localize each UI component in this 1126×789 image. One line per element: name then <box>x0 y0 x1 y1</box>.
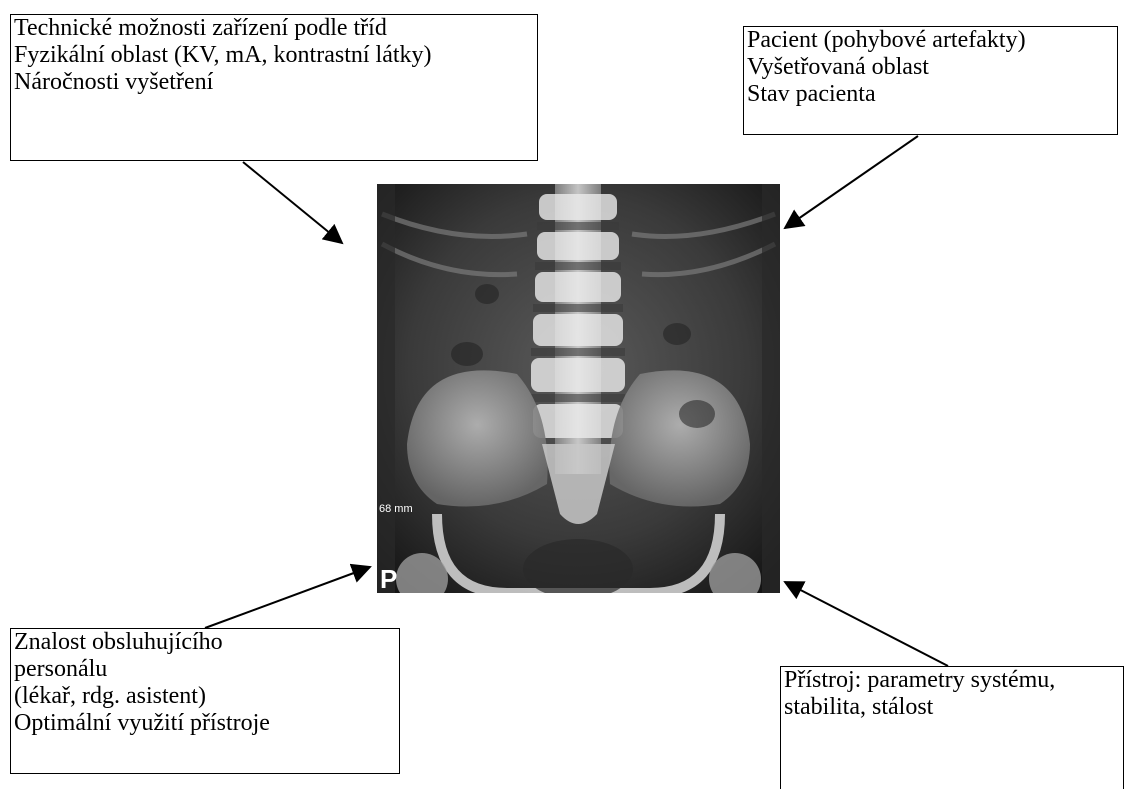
arrow-top-left <box>243 162 342 243</box>
box-line: Optimální využití přístroje <box>14 710 399 737</box>
box-line: Vyšetřovaná oblast <box>747 54 1117 81</box>
box-staff-knowledge: Znalost obsluhujícího personálu (lékař, … <box>10 628 400 774</box>
box-line: Stav pacienta <box>747 81 1117 108</box>
box-line: Náročnosti vyšetření <box>14 69 537 96</box>
box-line: Znalost obsluhujícího personálu <box>14 629 274 683</box>
box-line: (lékař, rdg. asistent) <box>14 683 399 710</box>
box-patient-factors: Pacient (pohybové artefakty) Vyšetřovaná… <box>743 26 1118 135</box>
orientation-marker: P <box>380 564 397 593</box>
box-line: Technické možnosti zařízení podle tříd <box>14 15 537 42</box>
box-line: Fyzikální oblast (KV, mA, kontrastní lát… <box>14 42 454 69</box>
arrow-top-right <box>785 136 918 228</box>
box-line: Pacient (pohybové artefakty) <box>747 27 1117 54</box>
box-line: Přístroj: parametry systému, stabilita, … <box>784 667 1114 721</box>
box-device-parameters: Přístroj: parametry systému, stabilita, … <box>780 666 1124 789</box>
box-equipment-capabilities: Technické možnosti zařízení podle tříd F… <box>10 14 538 161</box>
xray-image: 68 mm P <box>377 184 780 593</box>
arrow-bottom-left <box>205 567 370 628</box>
arrow-bottom-right <box>785 582 948 666</box>
scale-label: 68 mm <box>379 503 413 515</box>
